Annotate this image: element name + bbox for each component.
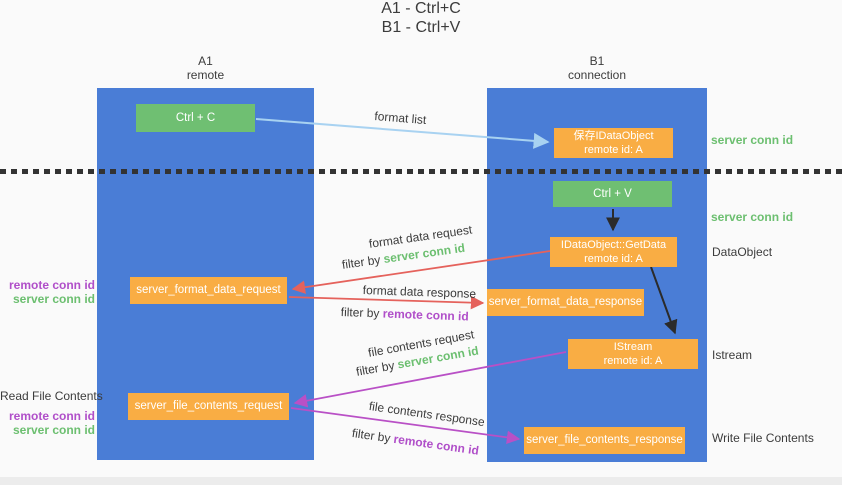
lifeline-header-a1: A1 remote bbox=[97, 54, 314, 83]
right-server-conn-id-mid-label: server conn id bbox=[711, 210, 794, 224]
filter-by-text: filter by bbox=[351, 426, 392, 446]
left-remote-conn-id-bottom-label: remote conn id bbox=[8, 409, 95, 423]
istream-line1: IStream bbox=[613, 340, 653, 353]
format-data-response-label: format data response bbox=[362, 283, 477, 301]
lifeline-b1-role: connection bbox=[567, 67, 627, 82]
dataobject-label: DataObject bbox=[712, 245, 773, 259]
ctrl-v-label: Ctrl + V bbox=[593, 187, 632, 200]
istream-line2: remote id: A bbox=[603, 355, 663, 367]
save-idataobject-line2: remote id: A bbox=[584, 144, 643, 156]
ctrl-v-node: Ctrl + V bbox=[553, 181, 672, 207]
lifeline-b1-name: B1 bbox=[589, 54, 605, 68]
server-file-contents-response-node: server_file_contents_response bbox=[524, 427, 685, 454]
getdata-line1: IDataObject::GetData bbox=[560, 238, 667, 251]
server-format-data-request-label: server_format_data_request bbox=[136, 284, 281, 297]
getdata-node: IDataObject::GetData remote id: A bbox=[550, 237, 677, 267]
server-format-data-response-label: server_format_data_response bbox=[488, 296, 643, 309]
write-file-contents-label: Write File Contents bbox=[712, 431, 814, 445]
save-idataobject-line1: 保存IDataObject bbox=[573, 129, 654, 142]
lifeline-a1-name: A1 bbox=[198, 54, 213, 68]
lifeline-header-b1: B1 connection bbox=[487, 54, 707, 83]
server-file-contents-response-label: server_file_contents_response bbox=[526, 434, 683, 447]
server-file-contents-request-node: server_file_contents_request bbox=[128, 393, 289, 420]
istream-node: IStream remote id: A bbox=[568, 339, 698, 369]
left-remote-conn-id-top-label: remote conn id bbox=[8, 278, 95, 292]
lifeline-a1-role: remote bbox=[186, 67, 225, 82]
right-server-conn-id-top-label: server conn id bbox=[711, 133, 794, 147]
remote-conn-id-text: remote conn id bbox=[382, 306, 469, 324]
server-format-data-request-node: server_format_data_request bbox=[130, 277, 287, 304]
title-line-a1: A1 - Ctrl+C bbox=[381, 0, 461, 17]
ctrl-c-label: Ctrl + C bbox=[175, 111, 216, 124]
getdata-line2: remote id: A bbox=[584, 253, 643, 265]
remote-conn-id-text: remote conn id bbox=[392, 431, 480, 458]
left-server-conn-id-bottom-label: server conn id bbox=[12, 423, 95, 437]
server-format-data-response-node: server_format_data_response bbox=[487, 289, 644, 316]
file-contents-response-filter-label: filter by remote conn id bbox=[351, 426, 480, 458]
server-file-contents-request-label: server_file_contents_request bbox=[134, 400, 283, 413]
filter-by-text: filter by bbox=[341, 252, 382, 272]
bottom-edge-strip bbox=[0, 477, 842, 485]
dotted-separator-line bbox=[0, 169, 842, 174]
istream-side-label: Istream bbox=[712, 348, 753, 362]
filter-by-text: filter by bbox=[340, 305, 380, 321]
diagram-title: A1 - Ctrl+C B1 - Ctrl+V bbox=[0, 0, 842, 38]
left-server-conn-id-top-label: server conn id bbox=[12, 292, 95, 306]
title-line-b1: B1 - Ctrl+V bbox=[381, 18, 461, 36]
save-idataobject-node: 保存IDataObject remote id: A bbox=[554, 128, 673, 158]
format-data-response-filter-label: filter by remote conn id bbox=[341, 305, 469, 323]
read-file-contents-label: Read File Contents bbox=[0, 389, 103, 403]
ctrl-c-node: Ctrl + C bbox=[136, 104, 255, 132]
filter-by-text: filter by bbox=[355, 358, 396, 379]
format-list-label: format list bbox=[373, 109, 427, 128]
file-contents-response-label: file contents response bbox=[368, 399, 486, 430]
